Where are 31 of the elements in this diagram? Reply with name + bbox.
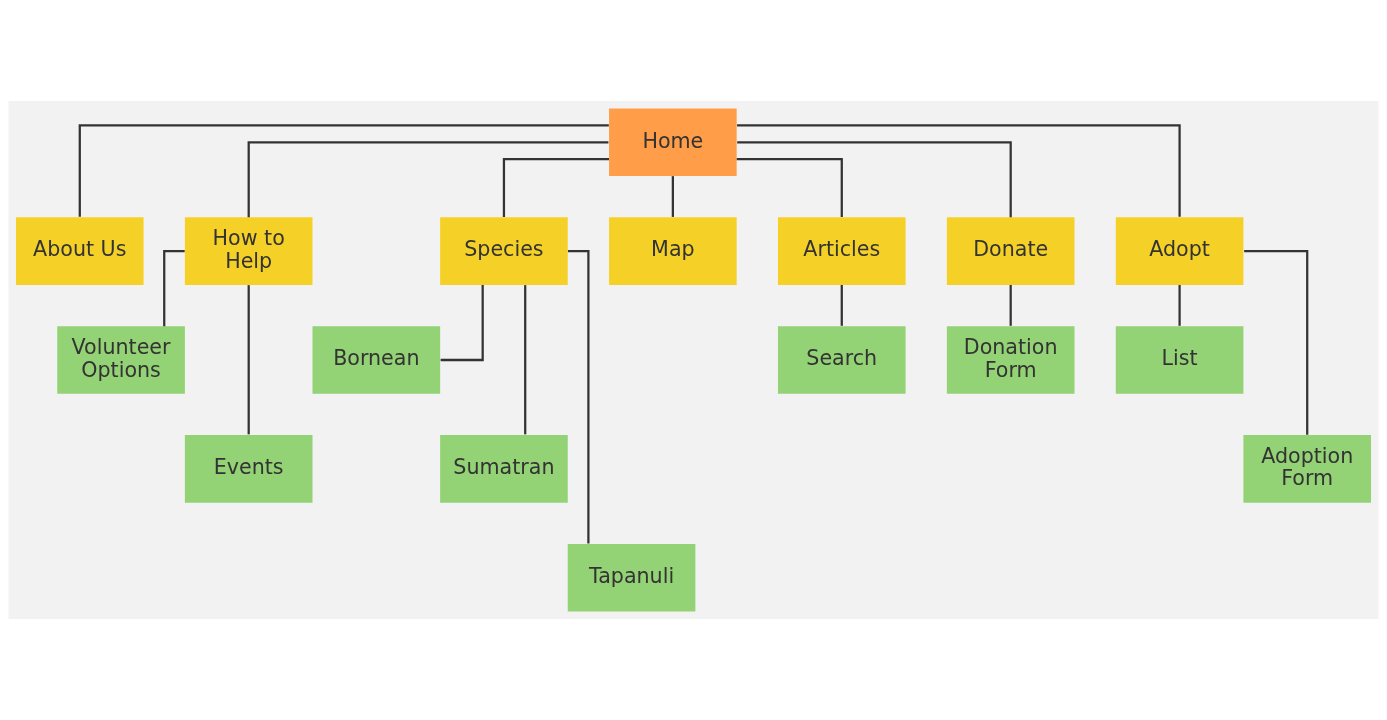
node-box: Adoption Form [1243, 435, 1372, 503]
node-box: Adopt [1115, 217, 1244, 285]
node-box: Sumatran [440, 435, 568, 503]
node-box: Search [777, 326, 906, 394]
node-box: Articles [777, 217, 906, 285]
node-box: Donation Form [946, 326, 1075, 394]
connector [247, 141, 609, 218]
connector [737, 124, 1181, 217]
connector [524, 285, 527, 435]
node-box: Species [440, 217, 568, 285]
connector [1244, 250, 1309, 435]
connector [78, 124, 609, 217]
connector [736, 158, 843, 217]
node-box: How to Help [184, 217, 313, 285]
connector [1009, 285, 1012, 326]
node-box: Events [184, 435, 313, 503]
node-box: Home [609, 108, 737, 177]
connector [840, 285, 843, 326]
connector [502, 158, 609, 217]
connector [671, 176, 674, 217]
connector [440, 285, 484, 362]
node-box: Tapanuli [567, 543, 696, 612]
node-box: Donate [946, 217, 1075, 285]
connector [737, 141, 1012, 218]
connector [1178, 285, 1181, 326]
connector [247, 285, 250, 435]
node-box: About Us [15, 217, 144, 285]
node-box: Bornean [312, 326, 441, 394]
node-box: List [1115, 326, 1244, 394]
node-box: Volunteer Options [57, 326, 185, 394]
node-box: Map [609, 217, 737, 285]
